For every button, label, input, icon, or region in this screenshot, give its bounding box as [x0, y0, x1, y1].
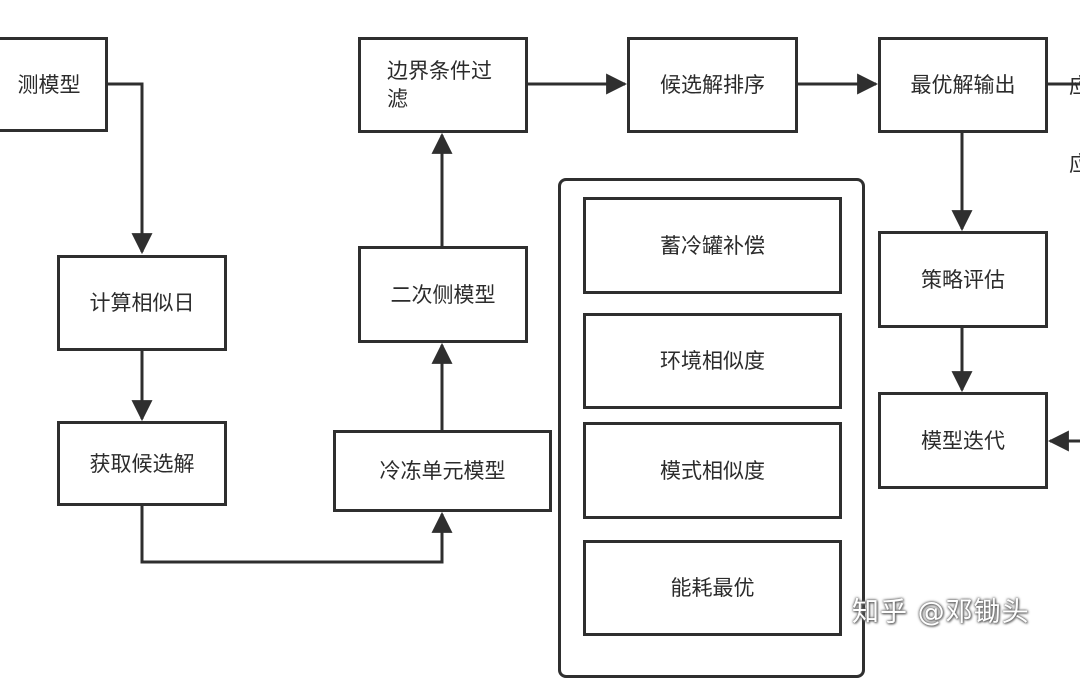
- edge-text-top-clip: 应: [1066, 70, 1080, 102]
- node-get-candidates-label: 获取候选解: [89, 451, 195, 476]
- node-candidate-sort-label: 候选解排序: [660, 73, 765, 97]
- node-optimal-output: 最优解输出: [878, 37, 1048, 133]
- node-model-iterate-label: 模型迭代: [921, 428, 1005, 453]
- node-boundary-filter-label: 边界条件过滤: [387, 59, 492, 111]
- node-secondary-model-label: 二次侧模型: [390, 282, 496, 307]
- criteria-item: 蓄冷罐补偿: [583, 197, 842, 294]
- arrow-get-to-freeze: [140, 505, 453, 564]
- criteria-item: 模式相似度: [583, 422, 842, 519]
- criteria-item: 能耗最优: [583, 540, 842, 636]
- node-freeze-unit-model-label: 冷冻单元模型: [379, 459, 506, 483]
- node-boundary-filter: 边界条件过滤: [358, 37, 528, 133]
- node-strategy-eval: 策略评估: [878, 231, 1048, 328]
- watermark: 知乎 @邓锄头: [852, 597, 1030, 628]
- arrow-measure-to-calc: [107, 82, 153, 255]
- node-measure-model: 测模型: [0, 37, 108, 132]
- node-model-iterate: 模型迭代: [878, 392, 1048, 489]
- node-secondary-model: 二次侧模型: [358, 246, 528, 343]
- edge-text-mid: 应: [1069, 152, 1080, 176]
- node-candidate-sort: 候选解排序: [627, 37, 798, 133]
- node-calc-similar-day-label: 计算相似日: [89, 291, 195, 315]
- criteria-item-label: 能耗最优: [670, 576, 755, 600]
- edge-text-mid-clip: 应: [1066, 148, 1080, 180]
- node-strategy-eval-label: 策略评估: [921, 267, 1005, 292]
- node-calc-similar-day: 计算相似日: [57, 255, 227, 351]
- criteria-item: 环境相似度: [583, 313, 842, 409]
- criteria-item-label: 蓄冷罐补偿: [660, 233, 765, 258]
- edge-text-top: 应: [1069, 74, 1080, 98]
- node-measure-model-label: 测模型: [17, 72, 81, 97]
- flow-connectors: [107, 73, 1080, 564]
- criteria-item-label: 环境相似度: [660, 349, 765, 373]
- criteria-item-label: 模式相似度: [660, 458, 765, 483]
- node-optimal-output-label: 最优解输出: [910, 73, 1016, 97]
- node-freeze-unit-model: 冷冻单元模型: [333, 430, 552, 512]
- node-get-candidates: 获取候选解: [57, 421, 227, 506]
